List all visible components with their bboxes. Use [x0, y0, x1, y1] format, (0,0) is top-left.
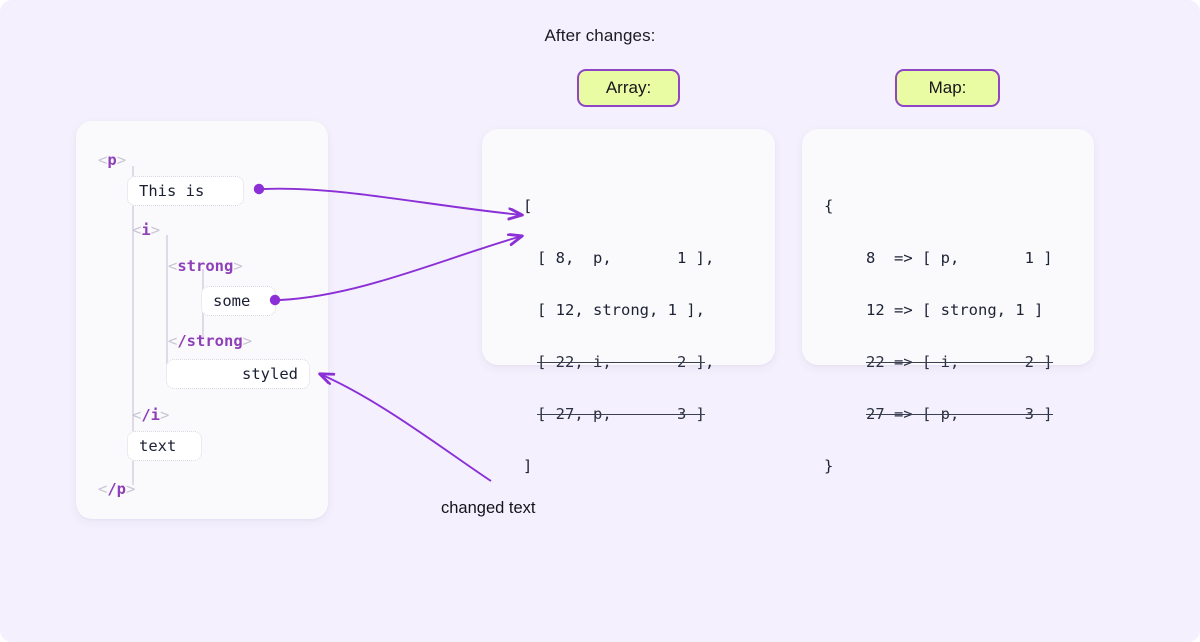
changed-text-annotation: changed text — [441, 499, 536, 517]
array-open-bracket: [ — [523, 197, 533, 215]
chip-text-label: text — [139, 437, 177, 455]
map-row-struck: 22 => [ i, 2 ] — [866, 353, 1053, 371]
chip-some-label: some — [213, 292, 251, 310]
array-row: [ 12, strong, 1 ], — [537, 301, 705, 319]
tag-i-open: <i> — [132, 221, 161, 239]
badge-map: Map: — [895, 69, 1000, 107]
array-row-struck: [ 22, i, 2 ] — [537, 353, 705, 371]
badge-array: Array: — [577, 69, 680, 107]
array-row-struck: [ 27, p, 3 ] — [537, 405, 705, 423]
map-code: { 8 => [ p, 1 ] 12 => [ strong, 1 ] 22 =… — [824, 167, 1053, 531]
map-open-brace: { — [824, 197, 834, 215]
tag-i-close: </i> — [132, 406, 170, 424]
map-close-brace: } — [824, 457, 834, 475]
html-tree: <p> This is <i> <strong> some </strong> … — [76, 121, 328, 519]
map-row: 8 => [ p, 1 ] — [866, 249, 1053, 267]
array-card: [ [ 8, p, 1 ], [ 12, strong, 1 ], [ 22, … — [482, 129, 775, 475]
chip-text: text — [127, 431, 202, 461]
map-row: 27 => [ p, 3 ] — [824, 401, 1053, 427]
map-row: 22 => [ i, 2 ] — [824, 349, 1053, 375]
map-card: { 8 => [ p, 1 ] 12 => [ strong, 1 ] 22 =… — [802, 129, 1094, 475]
array-row: [ 8, p, 1 ], — [537, 249, 715, 267]
indent-guide-level2 — [166, 235, 168, 380]
chip-this-is: This is — [127, 176, 244, 206]
map-row: 12 => [ strong, 1 ] — [866, 301, 1044, 319]
tag-strong-open: <strong> — [168, 257, 243, 275]
chip-this-is-label: This is — [139, 182, 205, 200]
chip-some: some — [201, 286, 276, 316]
array-row: [ 22, i, 2 ], — [537, 353, 715, 371]
tag-p-close: </p> — [98, 480, 136, 498]
html-structure-card: <p> This is <i> <strong> some </strong> … — [76, 121, 328, 519]
map-row-struck: 27 => [ p, 3 ] — [866, 405, 1053, 423]
page-title: After changes: — [544, 26, 656, 45]
tag-strong-close: </strong> — [168, 332, 253, 350]
array-close-bracket: ] — [523, 457, 533, 475]
chip-styled-label: styled — [242, 365, 298, 383]
connector-changed-text-to-styled — [320, 374, 492, 482]
array-code: [ [ 8, p, 1 ], [ 12, strong, 1 ], [ 22, … — [523, 167, 714, 531]
array-row: [ 27, p, 3 ] — [523, 401, 714, 427]
tag-p-open: <p> — [98, 151, 127, 169]
chip-styled: styled — [166, 359, 310, 389]
indent-guide-level1 — [132, 166, 134, 485]
